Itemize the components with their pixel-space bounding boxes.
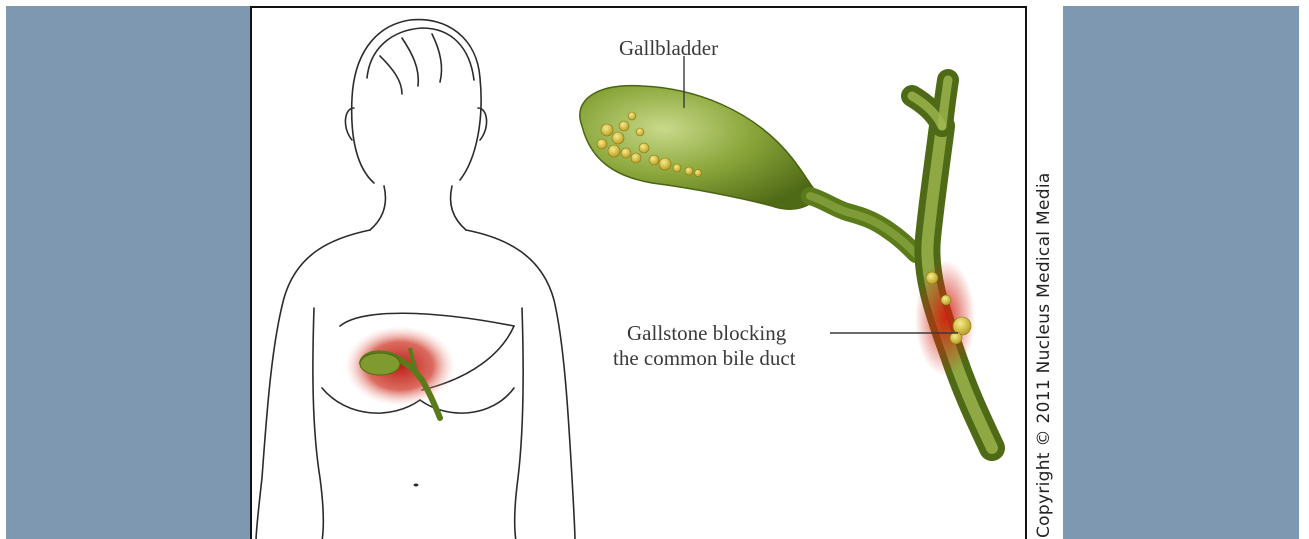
copyright-text: Copyright © 2011 Nucleus Medical Media (1034, 172, 1054, 538)
gallstone-label-line1: Gallstone blocking (627, 321, 786, 345)
navel (414, 484, 419, 487)
gallbladder-label: Gallbladder (619, 36, 718, 60)
body-gallbladder-inset (345, 326, 455, 418)
left-side-panel (6, 6, 250, 539)
gallstone-label-line2: the common bile duct (613, 346, 796, 370)
illustration-frame: Gallbladder Gallstone blocking the commo… (250, 6, 1027, 539)
gallbladder-organ (580, 80, 992, 448)
right-side-panel (1063, 6, 1299, 539)
illustration-canvas (252, 8, 1027, 539)
human-figure-outline (256, 20, 575, 539)
